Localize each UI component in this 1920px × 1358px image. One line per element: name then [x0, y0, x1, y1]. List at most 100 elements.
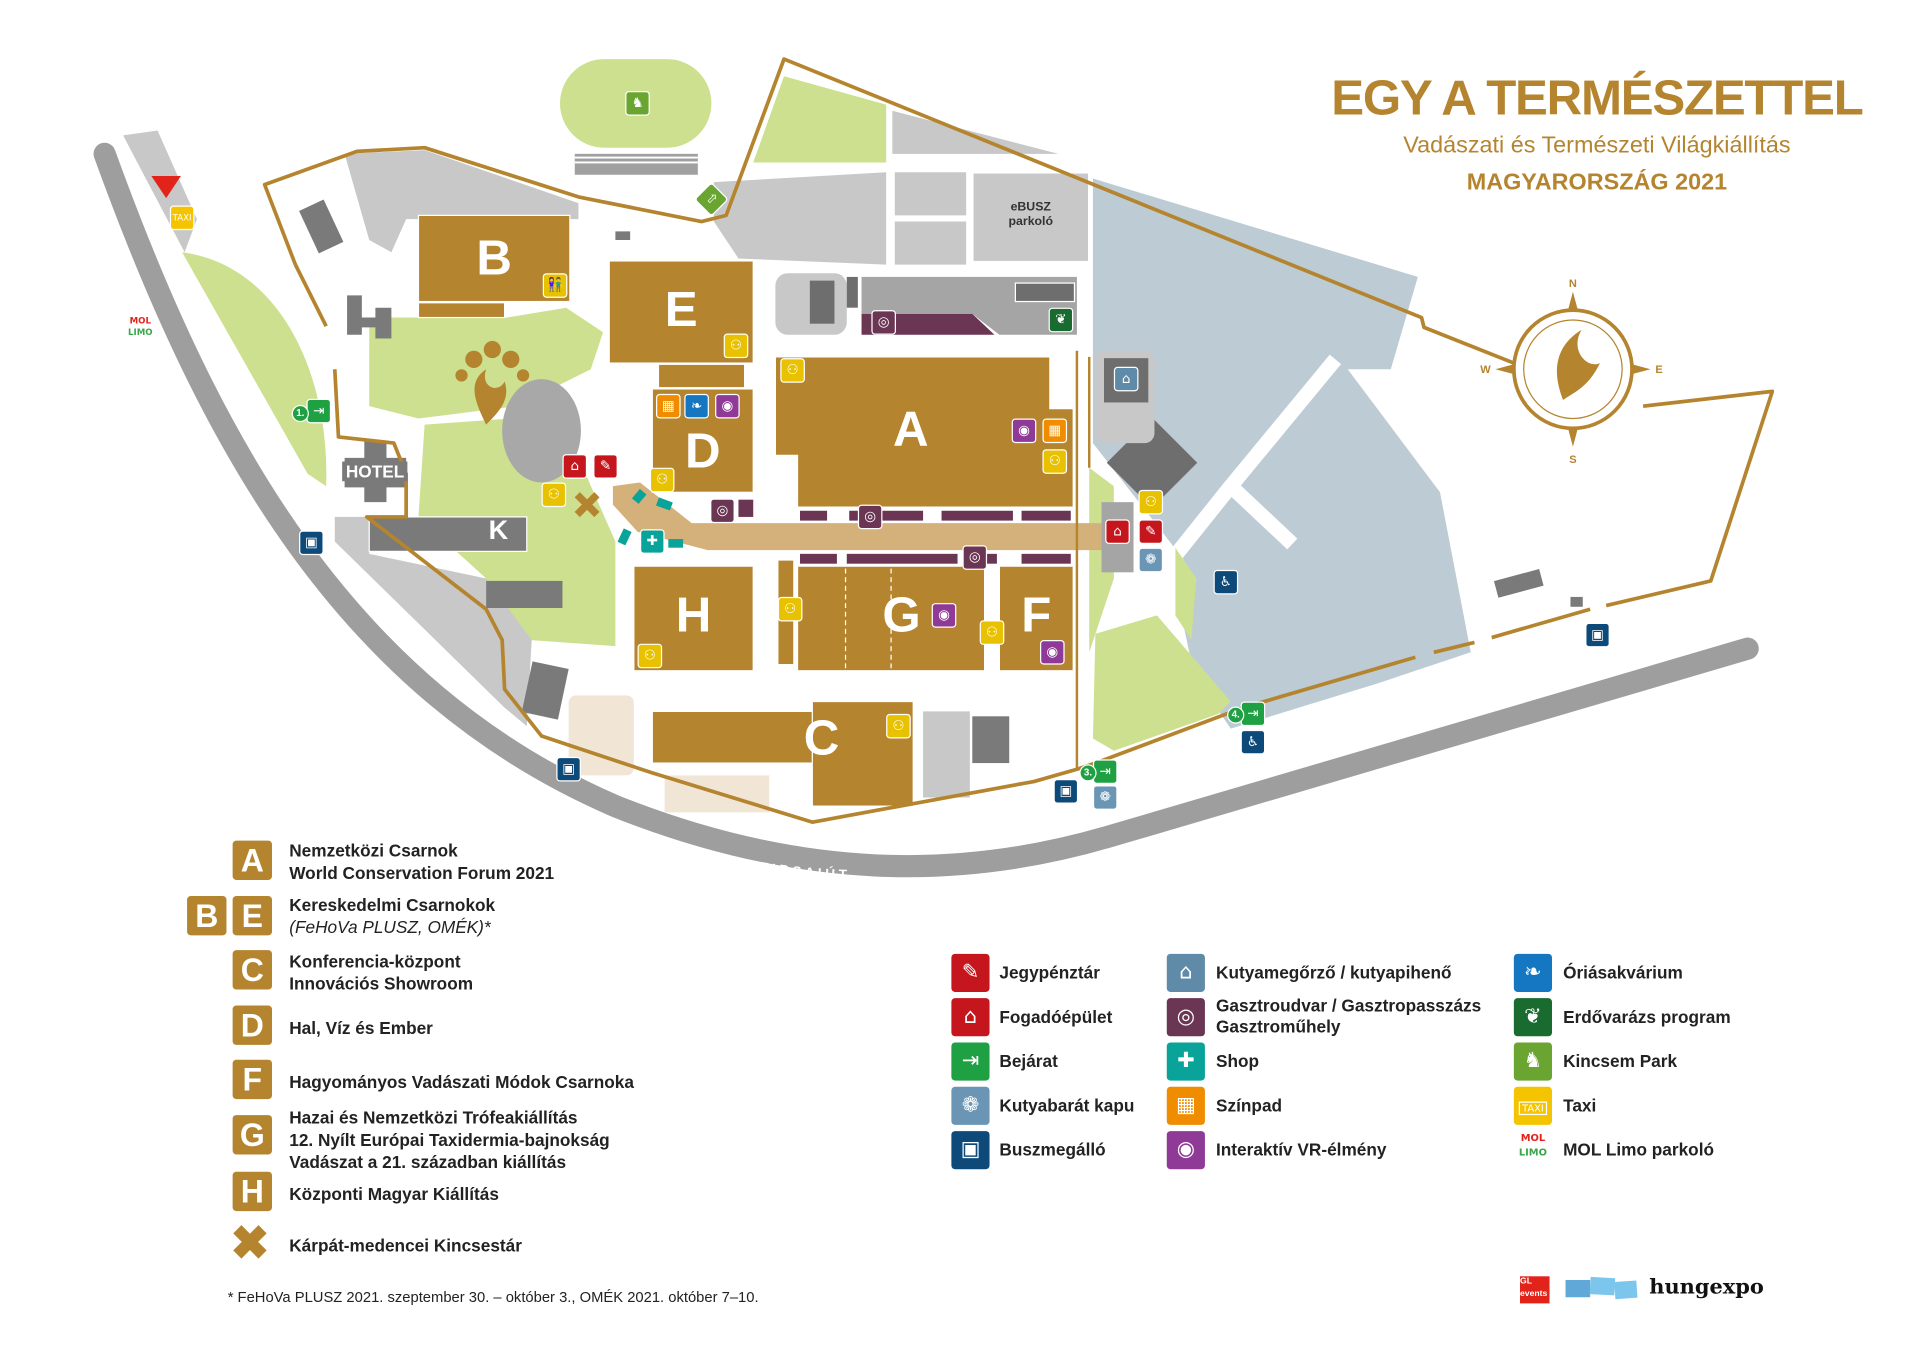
vr-headset-icon[interactable]: ◉ — [1012, 419, 1036, 442]
plate-cutlery-icon[interactable]: ◎ — [859, 505, 882, 528]
plate-cutlery-icon[interactable]: ◎ — [711, 499, 734, 522]
paw-icon: ❁ — [951, 1086, 990, 1125]
label-hall-e: E — [664, 283, 698, 338]
label-hall-d: D — [684, 424, 721, 479]
main-title: EGY A TERMÉSZETTEL — [1331, 71, 1864, 126]
reception-building-icon[interactable]: ⌂ — [563, 455, 586, 478]
site-boundary — [262, 57, 1775, 824]
taxi-icon: TAXI — [1513, 1086, 1552, 1125]
leaves-icon[interactable]: ❦ — [1049, 308, 1072, 332]
green-area-ne — [753, 76, 887, 163]
wc-icon: ⚇ — [724, 334, 748, 357]
bus-icon: ▣ — [951, 1131, 990, 1170]
legend-bus-stop: Buszmegálló — [999, 1139, 1106, 1160]
green-area-se — [1089, 467, 1231, 751]
wc-icon: ⚇ — [1043, 450, 1066, 473]
plate-cutlery-icon[interactable]: ◎ — [872, 311, 895, 334]
label-hall-c: C — [803, 711, 840, 766]
beige-area — [568, 695, 634, 776]
parking-north-west — [344, 150, 579, 253]
stage-icon: ▦ — [1166, 1086, 1205, 1125]
gastro-stalls — [738, 499, 1071, 564]
ticket-icon[interactable]: ✎ — [1139, 520, 1162, 543]
legend-vr: Interaktív VR-élmény — [1215, 1139, 1387, 1160]
plate-cutlery-icon[interactable]: ◎ — [963, 546, 986, 569]
edition: MAGYARORSZÁG 2021 — [1466, 169, 1728, 196]
legend-letter-d: D — [232, 1005, 272, 1045]
legend-letter-e: E — [232, 895, 272, 936]
mol-sign-icon — [151, 175, 181, 199]
central-corridor — [612, 482, 1102, 551]
horse-icon[interactable]: ♞ — [626, 92, 649, 115]
taxi-icon[interactable]: TAXI — [171, 206, 194, 229]
legend-letter-a: A — [232, 840, 272, 880]
building-dark — [615, 231, 631, 240]
legend-kincsem-park: Kincsem Park — [1563, 1051, 1678, 1071]
legend-aquarium: Óriásakvárium — [1563, 962, 1683, 983]
aquarium-fish-icon[interactable]: ❧ — [685, 395, 708, 418]
building-dark — [972, 716, 1010, 764]
entrance-door-icon[interactable]: ⇥ — [1241, 702, 1264, 725]
building-dark — [521, 661, 569, 720]
legend-letter-g: G — [232, 1115, 272, 1155]
reception-building-icon[interactable]: ⌂ — [1106, 520, 1129, 543]
wc-icon: ⚇ — [781, 359, 804, 382]
compass-e: E — [1655, 364, 1662, 376]
paw-icon[interactable]: ❁ — [1094, 786, 1117, 809]
building-dark — [1570, 596, 1583, 607]
vr-headset-icon: ◉ — [1166, 1131, 1205, 1170]
aquarium-fish-icon: ❧ — [1513, 953, 1552, 992]
vr-headset-icon[interactable]: ◉ — [932, 604, 956, 627]
treasury-cross-icon: ✖ — [230, 1218, 270, 1271]
legend-shop: Shop — [1215, 1051, 1260, 1071]
deer-emblem — [1556, 329, 1600, 400]
plate-cutlery-icon: ◎ — [1166, 998, 1205, 1037]
label-hall-g: G — [882, 588, 921, 643]
compass-s: S — [1569, 454, 1576, 466]
legend-reception: Fogadóépület — [999, 1006, 1113, 1027]
stage-icon[interactable]: ▦ — [1043, 419, 1066, 442]
ticket-icon: ✎ — [951, 953, 990, 992]
legend-stage: Színpad — [1215, 1095, 1283, 1116]
paw-icon[interactable]: ❁ — [1139, 548, 1162, 572]
entrance-door-icon[interactable]: ⇥ — [1094, 760, 1117, 783]
legend-hall-h: Központi Magyar Kiállítás — [289, 1183, 499, 1204]
wheelchair-icon[interactable]: ♿ — [1214, 571, 1237, 594]
bus-icon[interactable]: ▣ — [557, 758, 580, 781]
bus-icon[interactable]: ▣ — [300, 531, 323, 554]
vr-headset-icon[interactable]: ◉ — [1041, 641, 1064, 664]
wc-icon: ⚇ — [887, 715, 910, 738]
label-hotel: HOTEL — [342, 461, 408, 482]
legend-letter-c: C — [232, 950, 272, 990]
label-hall-h: H — [675, 588, 712, 643]
wc-icon: 👫 — [543, 274, 567, 297]
tree-deer-emblem — [455, 340, 530, 425]
legend-taxi: Taxi — [1563, 1095, 1597, 1116]
vr-headset-icon[interactable]: ◉ — [716, 395, 739, 418]
bus-icon[interactable]: ▣ — [1054, 780, 1077, 803]
entrance-door-icon: ⇥ — [951, 1042, 990, 1081]
ticket-icon[interactable]: ✎ — [594, 455, 617, 478]
legend-forest-magic: Erdővarázs program — [1563, 1006, 1731, 1027]
building-dark — [486, 580, 563, 608]
hall-a — [774, 356, 1074, 508]
label-building-k: K — [488, 514, 509, 546]
label-hall-f: F — [1021, 588, 1052, 643]
bus-icon[interactable]: ▣ — [1586, 623, 1609, 647]
shop-gift-icon: ✚ — [1166, 1042, 1205, 1081]
stage-icon[interactable]: ▦ — [657, 395, 680, 418]
parking-north — [713, 110, 1059, 265]
hall-b-annex — [417, 302, 506, 319]
entrance-door-icon[interactable]: ⇥ — [307, 399, 330, 423]
wc-icon: ⚇ — [1139, 491, 1162, 514]
shop-gift-icon[interactable]: ✚ — [641, 530, 664, 553]
dog-house-icon[interactable]: ⌂ — [1115, 367, 1138, 391]
grandstand-lines — [574, 156, 698, 164]
wheelchair-icon[interactable]: ♿ — [1241, 731, 1264, 754]
hungexpo-logo-mark — [1565, 1276, 1640, 1300]
